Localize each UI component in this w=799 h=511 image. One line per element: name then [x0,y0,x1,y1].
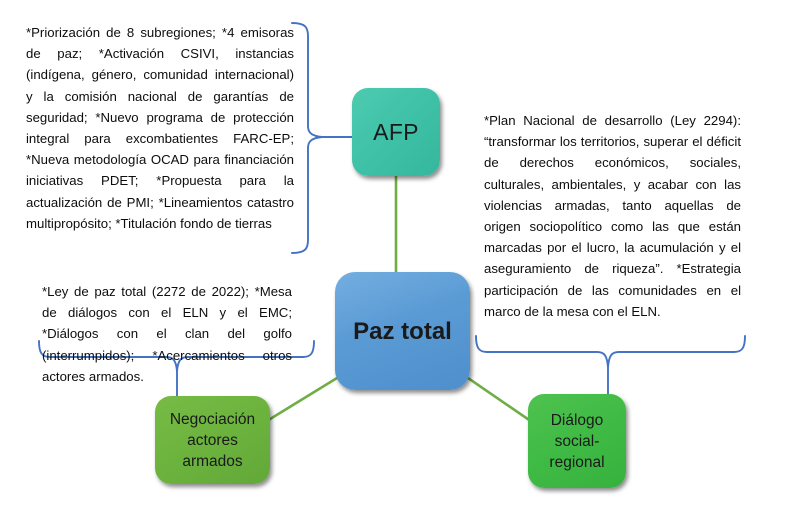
annotation-negociacion-details: *Ley de paz total (2272 de 2022); *Mesa … [42,284,292,384]
node-paz-total-label: Paz total [353,317,452,345]
brace-afp [291,22,323,254]
brace-dialogo [475,335,746,368]
node-negociacion-label: Negociación actores armados [169,410,256,470]
node-dialogo-social-regional[interactable]: Diálogo social-regional [528,394,626,488]
annotation-afp-details: *Priorización de 8 subregiones; *4 emiso… [26,25,294,231]
node-dialogo-label: Diálogo social-regional [549,411,605,471]
node-negociacion-actores-armados[interactable]: Negociación actores armados [155,396,270,484]
node-paz-total[interactable]: Paz total [335,272,470,390]
connector-paz-to-dialogo [467,376,536,426]
node-afp-label: AFP [373,118,419,145]
connector-paz-to-negociacion [261,376,338,426]
node-afp[interactable]: AFP [352,88,440,176]
annotation-dialogo-details: *Plan Nacional de desarrollo (Ley 2294):… [484,113,741,319]
